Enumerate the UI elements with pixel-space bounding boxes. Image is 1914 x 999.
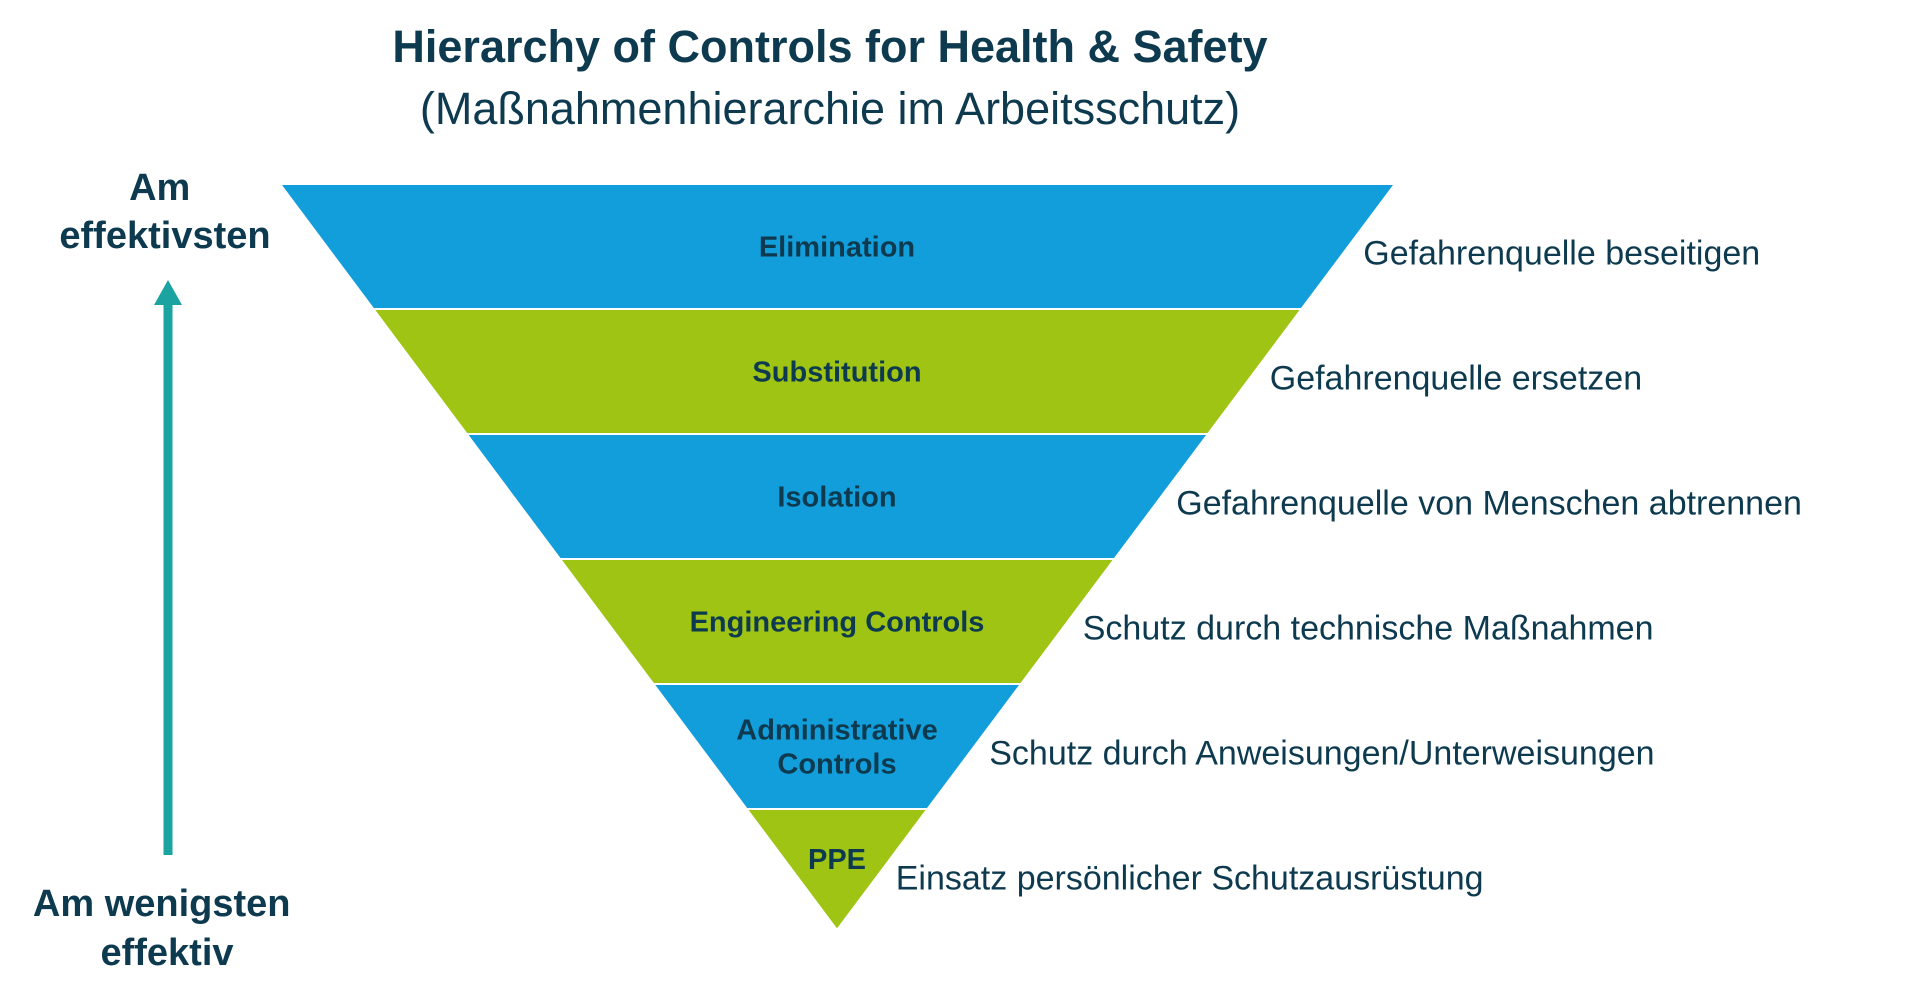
description-isolation: Gefahrenquelle von Menschen abtrennen — [1176, 485, 1802, 523]
effectiveness-arrow-head-icon — [154, 280, 182, 305]
band-label-line: Elimination — [759, 232, 915, 264]
band-label-line: Administrative — [736, 715, 937, 747]
pyramid-band-administrative-controls — [651, 683, 1024, 810]
description-engineering-controls: Schutz durch technische Maßnahmen — [1083, 610, 1654, 648]
band-label-line: Controls — [777, 749, 896, 781]
most-effective-label-line-1: Am — [129, 167, 190, 209]
effectiveness-arrow — [154, 280, 182, 855]
description-elimination: Gefahrenquelle beseitigen — [1363, 235, 1760, 273]
least-effective-label-line-1: Am wenigsten — [33, 883, 291, 925]
band-label-engineering-controls: Engineering Controls — [690, 607, 985, 639]
pyramid-band-ppe — [744, 808, 930, 932]
band-label-line: Engineering Controls — [690, 607, 985, 639]
band-label-substitution: Substitution — [752, 357, 921, 389]
inverted-pyramid: EliminationSubstitutionIsolationEngineer… — [278, 183, 1397, 932]
band-label-isolation: Isolation — [777, 482, 896, 514]
band-label-line: Substitution — [752, 357, 921, 389]
band-label-line: PPE — [808, 844, 866, 876]
band-label-ppe: PPE — [808, 844, 866, 876]
description-ppe: Einsatz persönlicher Schutzausrüstung — [896, 860, 1484, 898]
band-label-line: Isolation — [777, 482, 896, 514]
description-administrative-controls: Schutz durch Anweisungen/Unterweisungen — [989, 735, 1654, 773]
least-effective-label: Am wenigsten effektiv — [33, 883, 301, 974]
level-descriptions: Gefahrenquelle beseitigenGefahrenquelle … — [896, 235, 1802, 898]
band-label-elimination: Elimination — [759, 232, 915, 264]
description-substitution: Gefahrenquelle ersetzen — [1270, 360, 1642, 398]
most-effective-label-line-2: effektivsten — [59, 215, 270, 257]
least-effective-label-line-2: effektiv — [100, 932, 233, 974]
most-effective-label: Am effektivsten — [59, 167, 270, 257]
diagram-title: Hierarchy of Controls for Health & Safet… — [392, 21, 1267, 72]
diagram-subtitle: (Maßnahmenhierarchie im Arbeitsschutz) — [420, 83, 1240, 134]
